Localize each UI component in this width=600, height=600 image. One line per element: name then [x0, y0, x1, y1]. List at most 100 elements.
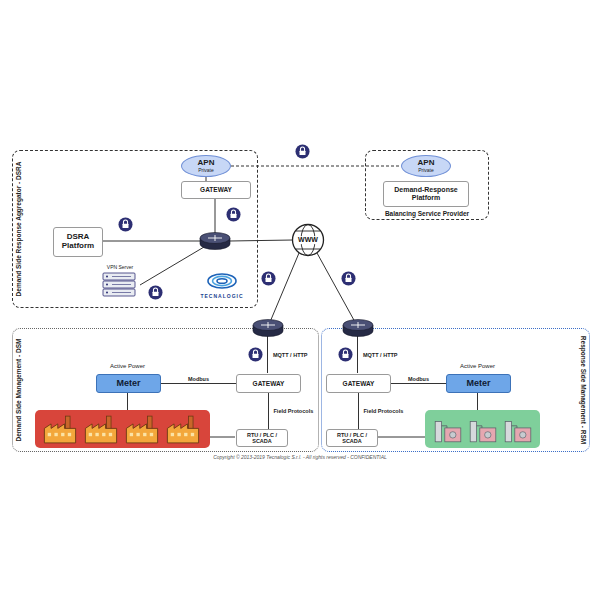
connector — [391, 383, 446, 384]
node-text: Meter — [466, 378, 490, 388]
link-line — [477, 392, 478, 410]
drawn-use — [226, 207, 240, 221]
meter-box: Meter — [446, 374, 511, 393]
node-text: GATEWAY — [343, 380, 375, 387]
drawn-rect — [425, 410, 540, 448]
drawn-line — [112, 292, 131, 293]
drawn-circle — [106, 292, 108, 294]
link-line — [127, 392, 128, 410]
drawn-use — [435, 422, 461, 442]
link-line — [267, 332, 268, 373]
region-frame: Demand Side Management - DSM Meter GATEWAY… — [12, 328, 319, 452]
drawn-use — [295, 144, 309, 158]
drawn-use — [341, 271, 355, 285]
router-icon — [200, 233, 230, 250]
device-box: RTU / PLC / SCADA — [326, 429, 378, 447]
region-title: Balancing Service Provider — [385, 210, 469, 217]
drawn-circle — [106, 284, 108, 286]
drawn-use — [338, 347, 352, 361]
link-line — [210, 437, 235, 438]
node-text: Private — [198, 168, 214, 174]
router-icon — [253, 320, 283, 337]
apn-ellipse: APNPrivate — [181, 155, 231, 177]
drawn-rect — [35, 410, 210, 448]
internet-globe — [293, 225, 324, 256]
drawn-line — [112, 276, 131, 277]
drawn-use — [44, 416, 75, 443]
drawn-circle — [106, 276, 108, 278]
region-frame: Response Side Management - RSM GATEWAY Met… — [321, 328, 590, 452]
link-line — [140, 247, 204, 285]
annotation-label: MQTT / HTTP — [363, 352, 398, 358]
drawn-use — [85, 416, 116, 443]
node-text: RTU / PLC / SCADA — [240, 432, 284, 444]
connector — [268, 393, 269, 429]
annotation-label: TECNALOGIC — [200, 294, 243, 300]
region-title: Response Side Management - RSM — [579, 336, 586, 444]
link-line — [270, 253, 299, 322]
connector-line — [161, 383, 236, 384]
edge-label: Field Protocols — [363, 408, 405, 414]
region-frame: Balancing Service Provider APNPrivateDema… — [365, 150, 489, 220]
network-lines — [102, 198, 478, 437]
annotation-label: WWW — [297, 236, 319, 244]
link-line — [357, 332, 358, 373]
drawn-ellipse — [208, 274, 236, 288]
drawn-rect — [103, 281, 135, 288]
annotation-label: Active Power — [460, 363, 495, 370]
connector — [231, 166, 401, 167]
drawn-use — [118, 217, 132, 231]
drawn-use — [470, 422, 496, 442]
node-text: GATEWAY — [200, 186, 232, 193]
region-title: Demand Side Response Aggregator - DSRA — [15, 162, 22, 297]
drawn-line — [296, 231, 320, 232]
drawn-use — [248, 347, 262, 361]
region-title: Demand Side Management - DSM — [15, 339, 22, 442]
drawn-ellipse — [213, 276, 232, 285]
device-box: GATEWAY — [181, 181, 251, 199]
node-text: VPN Server — [107, 265, 133, 271]
node-text: APN — [198, 159, 215, 168]
drawn-line — [296, 249, 320, 250]
device-box: GATEWAY — [326, 374, 391, 393]
annotation-label: Active Power — [110, 363, 145, 370]
node-text: DSRA Platform — [57, 233, 99, 251]
production-site-band — [425, 410, 540, 448]
edge-label: Modbus — [187, 376, 210, 382]
link-line — [230, 240, 293, 241]
drawn-use — [148, 285, 162, 299]
drawn-ellipse — [217, 279, 227, 284]
region-frame: Demand Side Response Aggregator - DSRA AP… — [12, 150, 258, 308]
connector — [161, 383, 236, 384]
device-box: DSRA Platform — [53, 227, 103, 257]
meter-box: Meter — [96, 374, 161, 393]
connector-line — [391, 383, 446, 384]
connector — [358, 393, 359, 429]
router-icon — [343, 320, 373, 337]
company-logo — [208, 274, 236, 288]
drawn-use — [126, 416, 157, 443]
icon-caption: VPN Server — [95, 263, 145, 273]
apn-ellipse: APNPrivate — [401, 155, 451, 177]
connector-line — [231, 166, 401, 167]
device-box: GATEWAY — [236, 374, 301, 393]
node-text: Private — [418, 168, 434, 174]
drawn-rect — [103, 273, 135, 280]
connector-line — [358, 393, 359, 429]
node-text: Demand-Response Platform — [387, 186, 465, 202]
drawn-line — [112, 284, 131, 285]
node-text: APN — [418, 159, 435, 168]
link-line — [102, 241, 200, 242]
device-box: Demand-Response Platform — [383, 181, 469, 207]
node-text: RTU / PLC / SCADA — [330, 432, 374, 444]
drawn-circle — [293, 225, 324, 256]
device-box: RTU / PLC / SCADA — [236, 429, 288, 447]
edge-label: Modbus — [407, 376, 430, 382]
drawn-use — [167, 416, 198, 443]
drawn-use — [261, 271, 275, 285]
